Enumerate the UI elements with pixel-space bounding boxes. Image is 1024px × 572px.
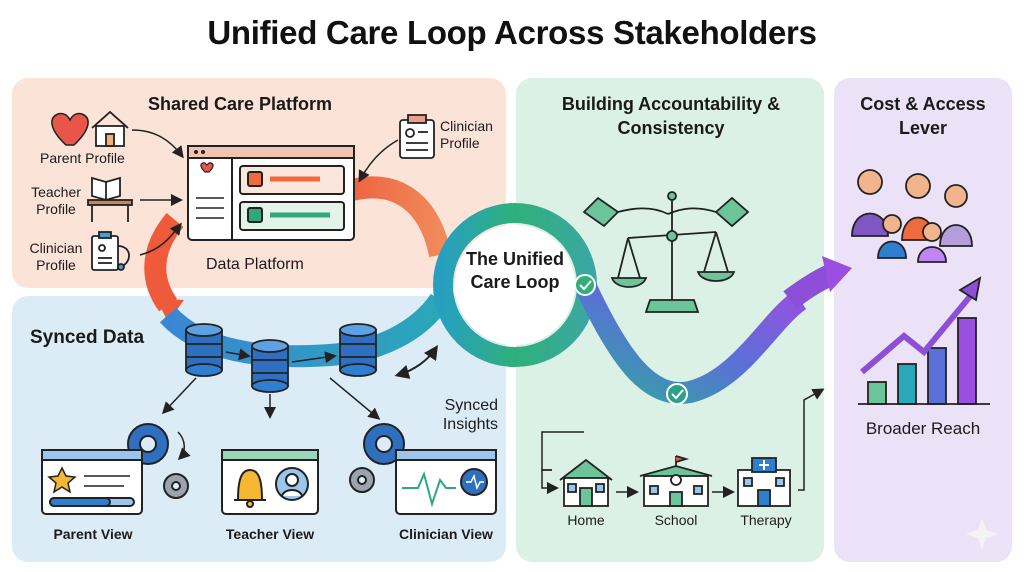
book-desk-icon (87, 176, 133, 222)
database-icon-2 (251, 339, 289, 393)
house-icon (91, 110, 129, 147)
clinician-view-label: Clinician View (399, 526, 493, 542)
broader-reach-label: Broader Reach (865, 419, 981, 438)
clipboard-stethoscope-icon (91, 231, 130, 271)
database-icon-1 (185, 323, 223, 377)
parent-view-label: Parent View (53, 526, 133, 542)
family-icon (851, 169, 973, 263)
school-label: School (654, 512, 698, 528)
teacher-profile-label: Teacher Profile (31, 184, 81, 217)
parent-profile-label: Parent Profile (40, 150, 125, 166)
sparkle-icon (966, 518, 998, 550)
data-platform-window (187, 145, 355, 241)
cost-access-heading: Cost & Access Lever (860, 94, 986, 138)
cost-access-panel (834, 78, 1012, 562)
handshake-icon (582, 196, 750, 228)
shared-platform-heading: Shared Care Platform (147, 94, 333, 114)
scale-of-justice-icon (610, 191, 736, 313)
clinician-clipboard-icon (399, 114, 435, 159)
synced-insights-label: Synced Insights (442, 397, 498, 433)
home-label: Home (567, 512, 605, 528)
growth-chart-icon (858, 276, 990, 405)
page-title: Unified Care Loop Across Stakeholders (207, 14, 817, 51)
green-wave-band (575, 280, 807, 404)
data-platform-label: Data Platform (206, 256, 304, 273)
parent-view-window (41, 423, 191, 515)
care-loop-center-label: The Unified Care Loop (466, 249, 564, 292)
accountability-heading: Building Accountability & Consistency (561, 94, 781, 138)
clinician-view-window (349, 423, 497, 515)
database-icon-3 (339, 323, 377, 377)
clinician-profile-left-label: Clinician Profile (29, 240, 83, 273)
school-icon (639, 455, 713, 507)
synced-data-heading: Synced Data (30, 327, 145, 348)
therapy-label: Therapy (740, 512, 792, 528)
hospital-icon (737, 457, 791, 507)
teacher-view-label: Teacher View (225, 526, 315, 542)
teacher-view-window (221, 449, 319, 515)
clinician-profile-right-label: Clinician Profile (440, 118, 493, 151)
home-icon (559, 458, 613, 507)
care-loop-center (455, 225, 575, 345)
heart-icon (51, 112, 89, 146)
